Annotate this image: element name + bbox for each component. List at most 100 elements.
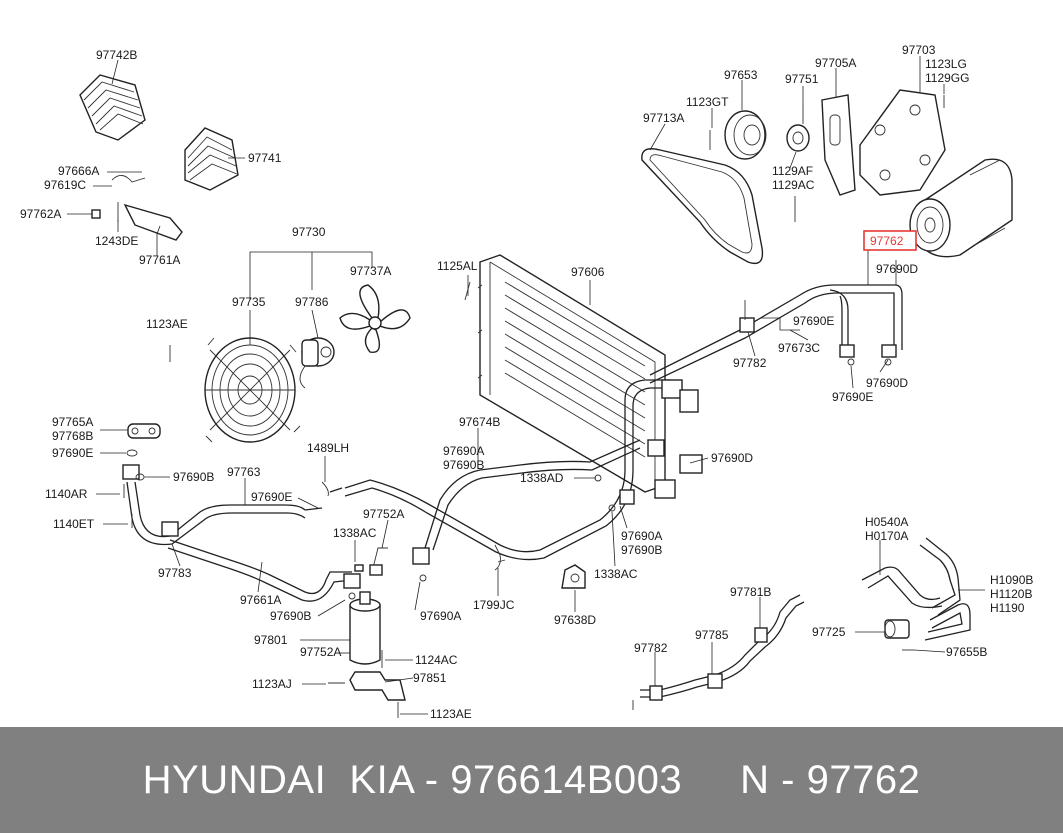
label-1123ae-a: 1123AE <box>146 317 188 331</box>
label-1140ar: 1140AR <box>45 487 88 501</box>
label-97690b-b: 97690B <box>270 609 311 623</box>
label-97782-a: 97782 <box>733 356 767 370</box>
label-1338ad: 1338AD <box>520 471 564 485</box>
label-97785: 97785 <box>695 628 729 642</box>
label-1123lg: 1123LG <box>925 57 967 71</box>
label-1129af: 1129AF <box>772 164 813 178</box>
label-1129ac: 1129AC <box>772 178 815 192</box>
label-97690e-d: 97690E <box>832 390 873 404</box>
heater-hoses-part <box>861 537 971 651</box>
label-97768b: 97768B <box>52 429 93 443</box>
label-97638d: 97638D <box>554 613 596 627</box>
label-97763: 97763 <box>227 465 261 479</box>
label-1124ac: 1124AC <box>415 653 458 667</box>
fan-motor-97786-part <box>299 337 335 389</box>
lower-line-97763-part <box>122 464 361 602</box>
label-97690a-c: 97690A <box>621 529 662 543</box>
label-h1190: H1190 <box>990 601 1025 615</box>
label-97690d-c: 97690D <box>866 376 908 390</box>
label-97690a-a: 97690A <box>420 609 461 623</box>
label-97653: 97653 <box>724 68 758 82</box>
liquid-line-97674b-part <box>412 439 641 582</box>
part-drawings <box>79 74 1013 718</box>
highlight-box-97762 <box>863 230 917 251</box>
label-97762a: 97762A <box>20 207 61 221</box>
label-1338ac-b: 1338AC <box>594 567 638 581</box>
label-h1120b: H1120B <box>990 587 1032 601</box>
label-97661a: 97661A <box>240 593 281 607</box>
label-h0170a: H0170A <box>865 529 908 543</box>
label-97606: 97606 <box>571 265 605 279</box>
label-97655b: 97655B <box>946 645 987 659</box>
label-97730: 97730 <box>292 225 326 239</box>
label-97705a: 97705A <box>815 56 856 70</box>
line-97781b-part <box>632 594 805 710</box>
label-97786: 97786 <box>295 295 329 309</box>
label-97761a: 97761A <box>139 253 180 267</box>
label-1799jc: 1799JC <box>473 598 515 612</box>
label-97741: 97741 <box>248 151 282 165</box>
label-97725: 97725 <box>812 625 846 639</box>
label-1243de: 1243DE <box>95 234 138 248</box>
label-97752a-a: 97752A <box>363 507 404 521</box>
label-1129gg: 1129GG <box>925 71 969 85</box>
label-97690d-a: 97690D <box>711 451 753 465</box>
label-97619c: 97619C <box>44 178 86 192</box>
bracket-97705a-part <box>821 94 856 196</box>
label-1123gt: 1123GT <box>686 95 729 109</box>
label-97666a: 97666A <box>58 164 99 178</box>
label-97690b-d: 97690B <box>621 543 662 557</box>
label-97690e-c: 97690E <box>793 314 834 328</box>
suction-line-97762-part <box>649 284 903 384</box>
label-97690e-a: 97690E <box>52 446 93 460</box>
discharge-line-part <box>344 379 703 561</box>
label-97690e-b: 97690E <box>251 490 292 504</box>
label-1338ac-a: 1338AC <box>333 526 377 540</box>
label-97690d-b: 97690D <box>876 262 918 276</box>
boot-97742b-part <box>79 74 146 141</box>
label-97703: 97703 <box>902 43 936 57</box>
part-labels: 97742B 97741 97666A 97619C 97762A 1243DE… <box>20 43 1033 721</box>
fan-shroud-97735-part <box>204 337 301 443</box>
label-97751: 97751 <box>785 72 819 86</box>
pulley-97653-part <box>709 110 767 160</box>
boot-97741-part <box>184 127 239 191</box>
label-97737a: 97737A <box>350 264 391 278</box>
label-97851: 97851 <box>413 671 447 685</box>
label-97690b-c: 97690B <box>443 458 484 472</box>
receiver-drier-97801-part <box>328 591 406 718</box>
label-h1090b: H1090B <box>990 573 1033 587</box>
label-1123ae-b: 1123AE <box>430 707 472 721</box>
label-97781b: 97781B <box>730 585 771 599</box>
bracket-97761a-part <box>91 175 183 241</box>
compressor-bracket-97703-part <box>859 89 946 196</box>
label-1123aj: 1123AJ <box>252 677 292 691</box>
label-1140et: 1140ET <box>53 517 95 531</box>
parts-diagram: 97742B 97741 97666A 97619C 97762A 1243DE… <box>20 43 1033 721</box>
label-1125al: 1125AL <box>437 259 478 273</box>
label-97801: 97801 <box>254 633 288 647</box>
clips-middle-part <box>126 345 586 589</box>
label-97735: 97735 <box>232 295 266 309</box>
label-97690a-b: 97690A <box>443 444 484 458</box>
label-97674b: 97674B <box>459 415 500 429</box>
part-number-text: HYUNDAI KIA - 976614B003 N - 97762 <box>142 757 921 802</box>
compressor-part <box>909 158 1013 258</box>
part-number-banner: HYUNDAI KIA - 976614B003 N - 97762 <box>0 727 1063 833</box>
condenser-97606-part <box>464 254 666 493</box>
label-97762-target: 97762 <box>870 234 904 248</box>
belt-97713a-part <box>641 148 764 265</box>
label-97713a: 97713A <box>643 111 684 125</box>
label-1489lh: 1489LH <box>307 441 349 455</box>
label-97742b: 97742B <box>96 48 137 62</box>
label-97765a: 97765A <box>52 415 93 429</box>
label-97673c: 97673C <box>778 341 820 355</box>
label-97752a-b: 97752A <box>300 645 341 659</box>
label-97782-b: 97782 <box>634 641 668 655</box>
label-97690b-a: 97690B <box>173 470 214 484</box>
label-h0540a: H0540A <box>865 515 908 529</box>
idler-97751-part <box>786 102 810 222</box>
fan-blade-97737a-part <box>339 284 411 354</box>
label-97783: 97783 <box>158 566 192 580</box>
leader-lines <box>67 56 985 715</box>
